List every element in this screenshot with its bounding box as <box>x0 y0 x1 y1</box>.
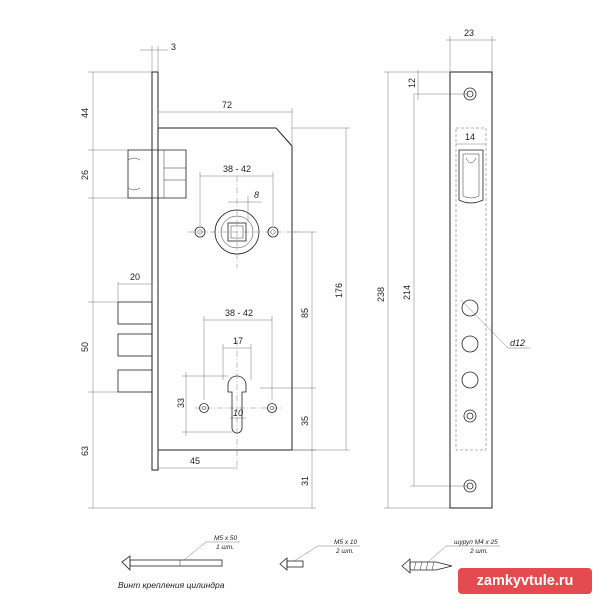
dim-bolts-block: 50 <box>80 342 90 352</box>
latch-bolts <box>117 301 153 393</box>
faceplate <box>449 71 493 509</box>
dim-hole-spacing: 214 <box>402 285 412 300</box>
site-watermark: zamkyvtule.ru <box>458 568 592 594</box>
cylinder-screw: M5 x 50 1 шт. Винт крепления цилиндра <box>118 535 240 590</box>
screw-m5: M5 x 10 2 шт. <box>279 539 360 571</box>
cyl-screw-spec: M5 x 50 <box>214 535 238 542</box>
dim-bottom-margin: 31 <box>300 476 310 486</box>
wood-screw: шуруп M4 x 25 2 шт. <box>401 539 500 574</box>
lock-side-view: 3 72 44 26 50 63 20 38 - 42 8 <box>80 42 350 509</box>
dim-cylinder-pin: 10 <box>233 408 243 418</box>
dim-latch-projection: 20 <box>130 272 140 282</box>
wood-screw-spec: шуруп M4 x 25 <box>454 539 498 546</box>
dim-hole-diameter: d12 <box>510 338 525 348</box>
dim-cylinder-backset: 45 <box>190 456 200 466</box>
dim-faceplate-thickness: 3 <box>171 42 176 52</box>
dim-body-height: 176 <box>334 283 344 298</box>
dim-spindle-distance: 38 - 42 <box>223 164 251 174</box>
dim-cylinder-width: 17 <box>233 336 243 346</box>
dim-bottom-offset: 63 <box>80 446 90 456</box>
cyl-screw-caption: Винт крепления цилиндра <box>118 580 225 590</box>
deadbolt-slot <box>458 149 484 204</box>
dim-square-spindle: 8 <box>254 190 259 200</box>
faceplate-front-view: 23 12 238 214 14 d12 <box>376 28 530 509</box>
dim-cylinder-height: 33 <box>176 398 186 408</box>
dim-screw-top: 12 <box>407 78 417 88</box>
dim-cylinder-distance: 38 - 42 <box>225 308 253 318</box>
dim-inner-width: 14 <box>465 132 475 142</box>
screw-m5-spec: M5 x 10 <box>334 539 358 546</box>
faceplate-strip <box>151 71 159 471</box>
screw-m5-qty: 2 шт. <box>335 548 354 555</box>
dim-faceplate-width: 23 <box>464 28 474 38</box>
dim-center-to-center: 85 <box>300 308 310 318</box>
accessories: M5 x 50 1 шт. Винт крепления цилиндра M5… <box>118 535 500 590</box>
lock-case <box>157 127 293 451</box>
deadbolt <box>127 149 187 199</box>
dim-cyl-to-bottom: 35 <box>300 416 310 426</box>
dim-top-offset: 44 <box>80 108 90 118</box>
cyl-screw-qty: 1 шт. <box>216 544 234 551</box>
dim-backset-depth: 72 <box>222 100 232 110</box>
dim-total-height: 238 <box>376 287 386 302</box>
wood-screw-qty: 2 шт. <box>469 548 488 555</box>
case-outline-hidden <box>455 127 487 451</box>
dim-deadbolt-height: 26 <box>80 170 90 180</box>
